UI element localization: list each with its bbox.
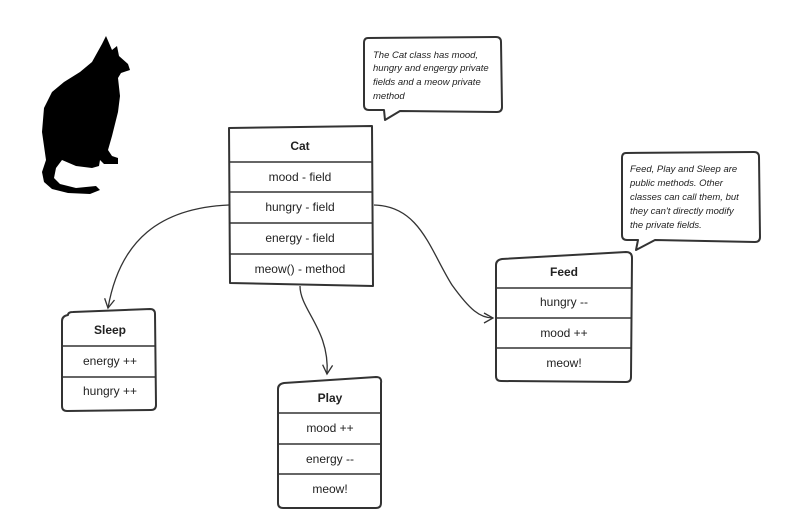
edge-cat-to-play (299, 285, 334, 376)
class-play-row-meow: meow! (312, 482, 347, 496)
class-cat-field-hungry: hungry - field (265, 200, 334, 214)
class-cat-field-energy: energy - field (265, 231, 334, 245)
class-feed-row-meow: meow! (546, 356, 581, 370)
edge-cat-to-feed (373, 204, 495, 324)
cat-silhouette-icon (42, 36, 130, 194)
note-cat-line-4: method (373, 91, 405, 102)
class-cat-method-meow: meow() - method (255, 262, 346, 276)
note-methods-line-4: they can't directly modify (630, 206, 735, 217)
class-cat-field-mood: mood - field (269, 170, 332, 184)
note-cat-line-2: hungry and engergy private (373, 63, 489, 74)
note-methods-line-3: classes can call them, but (630, 192, 739, 203)
class-play-title: Play (318, 391, 343, 405)
class-cat[interactable]: Cat mood - field hungry - field energy -… (228, 125, 374, 287)
class-feed[interactable]: Feed hungry -- mood ++ meow! (495, 251, 633, 383)
note-cat-line-3: fields and a meow private (373, 77, 481, 88)
note-methods-line-1: Feed, Play and Sleep are (630, 164, 737, 175)
note-cat-class: The Cat class has mood, hungry and enger… (363, 36, 503, 121)
class-feed-row-mood: mood ++ (540, 326, 587, 340)
class-cat-title: Cat (290, 139, 309, 153)
note-methods-line-2: public methods. Other (629, 178, 724, 189)
note-public-methods: Feed, Play and Sleep are public methods.… (621, 151, 761, 251)
class-sleep[interactable]: Sleep energy ++ hungry ++ (61, 308, 157, 412)
class-play-row-mood: mood ++ (306, 421, 353, 435)
note-methods-line-5: the private fields. (630, 220, 702, 231)
class-play-row-energy: energy -- (306, 452, 354, 466)
note-cat-line-1: The Cat class has mood, (373, 50, 478, 61)
edge-cat-to-sleep (104, 204, 230, 310)
class-feed-title: Feed (550, 265, 578, 279)
class-sleep-row-hungry: hungry ++ (83, 384, 137, 398)
class-sleep-row-energy: energy ++ (83, 354, 137, 368)
class-play[interactable]: Play mood ++ energy -- meow! (277, 376, 383, 509)
class-feed-row-hungry: hungry -- (540, 295, 588, 309)
class-sleep-title: Sleep (94, 323, 126, 337)
